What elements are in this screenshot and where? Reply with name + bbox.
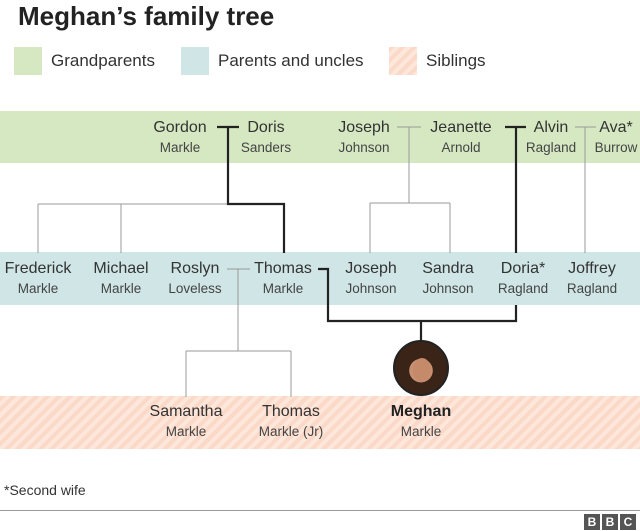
first-name: Doris — [247, 119, 285, 136]
last-name: Ragland — [525, 140, 577, 155]
person-gordon-markle: Gordon Markle — [153, 118, 206, 158]
face-shape — [413, 358, 431, 382]
meghan-photo — [393, 340, 449, 396]
first-name: Thomas — [262, 403, 320, 420]
last-name: Arnold — [441, 140, 481, 155]
person-doria-ragland: Doria* Ragland — [498, 259, 548, 299]
descent-line-thomas — [226, 127, 286, 253]
last-name: Johnson — [345, 281, 397, 296]
person-michael-markle: Michael Markle — [93, 259, 148, 299]
person-sandra-johnson: Sandra Johnson — [422, 259, 474, 299]
footnote: *Second wife — [4, 482, 86, 498]
last-name: Markle (Jr) — [258, 424, 324, 439]
first-name: Sandra — [422, 260, 474, 277]
grandparents-band — [0, 111, 640, 163]
person-roslyn-loveless: Roslyn Loveless — [168, 259, 221, 299]
first-name: Frederick — [4, 260, 72, 277]
bbc-logo: B B C — [584, 514, 636, 530]
person-thomas-markle-jr: Thomas Markle (Jr) — [259, 402, 324, 442]
person-ava-burrow: Ava* Burrow — [595, 118, 638, 158]
last-name: Markle — [17, 281, 59, 296]
last-name: Markle — [165, 424, 207, 439]
legend-siblings: Siblings — [389, 47, 486, 75]
first-name: Samantha — [149, 403, 223, 420]
last-name: Markle — [400, 424, 442, 439]
person-doris-sanders: Doris Sanders — [241, 118, 291, 158]
first-name: Thomas — [254, 260, 312, 277]
legend-label: Siblings — [426, 51, 486, 70]
first-name: Doria* — [500, 260, 546, 277]
legend-swatch-parents — [181, 47, 209, 75]
person-joffrey-ragland: Joffrey Ragland — [567, 259, 617, 299]
last-name: Ragland — [497, 281, 549, 296]
legend-parents-uncles: Parents and uncles — [181, 47, 364, 75]
legend-label: Grandparents — [51, 51, 155, 70]
person-alvin-ragland: Alvin Ragland — [526, 118, 576, 158]
first-name: Ava* — [599, 119, 633, 136]
last-name: Markle — [159, 140, 201, 155]
footer-divider — [0, 510, 640, 511]
logo-letter: B — [584, 514, 600, 530]
parents-band — [0, 252, 640, 305]
last-name: Johnson — [422, 281, 474, 296]
legend-swatch-siblings — [389, 47, 417, 75]
legend-swatch-grandparents — [14, 47, 42, 75]
last-name: Loveless — [168, 281, 222, 296]
person-meghan-markle: Meghan Markle — [391, 402, 451, 442]
person-frederick-markle: Frederick Markle — [5, 259, 72, 299]
person-joseph-johnson-grandparent: Joseph Johnson — [338, 118, 390, 158]
marriage-line-thomas-doria — [318, 267, 518, 323]
logo-letter: C — [620, 514, 636, 530]
first-name: Joseph — [338, 119, 390, 136]
person-joseph-johnson: Joseph Johnson — [345, 259, 397, 299]
page-title: Meghan’s family tree — [18, 1, 275, 31]
last-name: Markle — [262, 281, 304, 296]
legend-label: Parents and uncles — [218, 51, 364, 70]
last-name: Burrow — [594, 140, 638, 155]
last-name: Markle — [100, 281, 142, 296]
first-name: Gordon — [153, 119, 207, 136]
first-name: Michael — [93, 260, 149, 277]
person-jeanette-arnold: Jeanette Arnold — [430, 118, 491, 158]
person-samantha-markle: Samantha Markle — [150, 402, 223, 442]
first-name: Meghan — [390, 403, 452, 420]
logo-letter: B — [602, 514, 618, 530]
legend-grandparents: Grandparents — [14, 47, 155, 75]
last-name: Johnson — [338, 140, 390, 155]
last-name: Ragland — [566, 281, 618, 296]
person-thomas-markle: Thomas Markle — [254, 259, 312, 299]
siblings-band — [0, 396, 640, 449]
first-name: Joseph — [345, 260, 397, 277]
first-name: Alvin — [533, 119, 569, 136]
first-name: Joffrey — [568, 260, 616, 277]
first-name: Jeanette — [430, 119, 492, 136]
first-name: Roslyn — [170, 260, 220, 277]
last-name: Sanders — [240, 140, 292, 155]
